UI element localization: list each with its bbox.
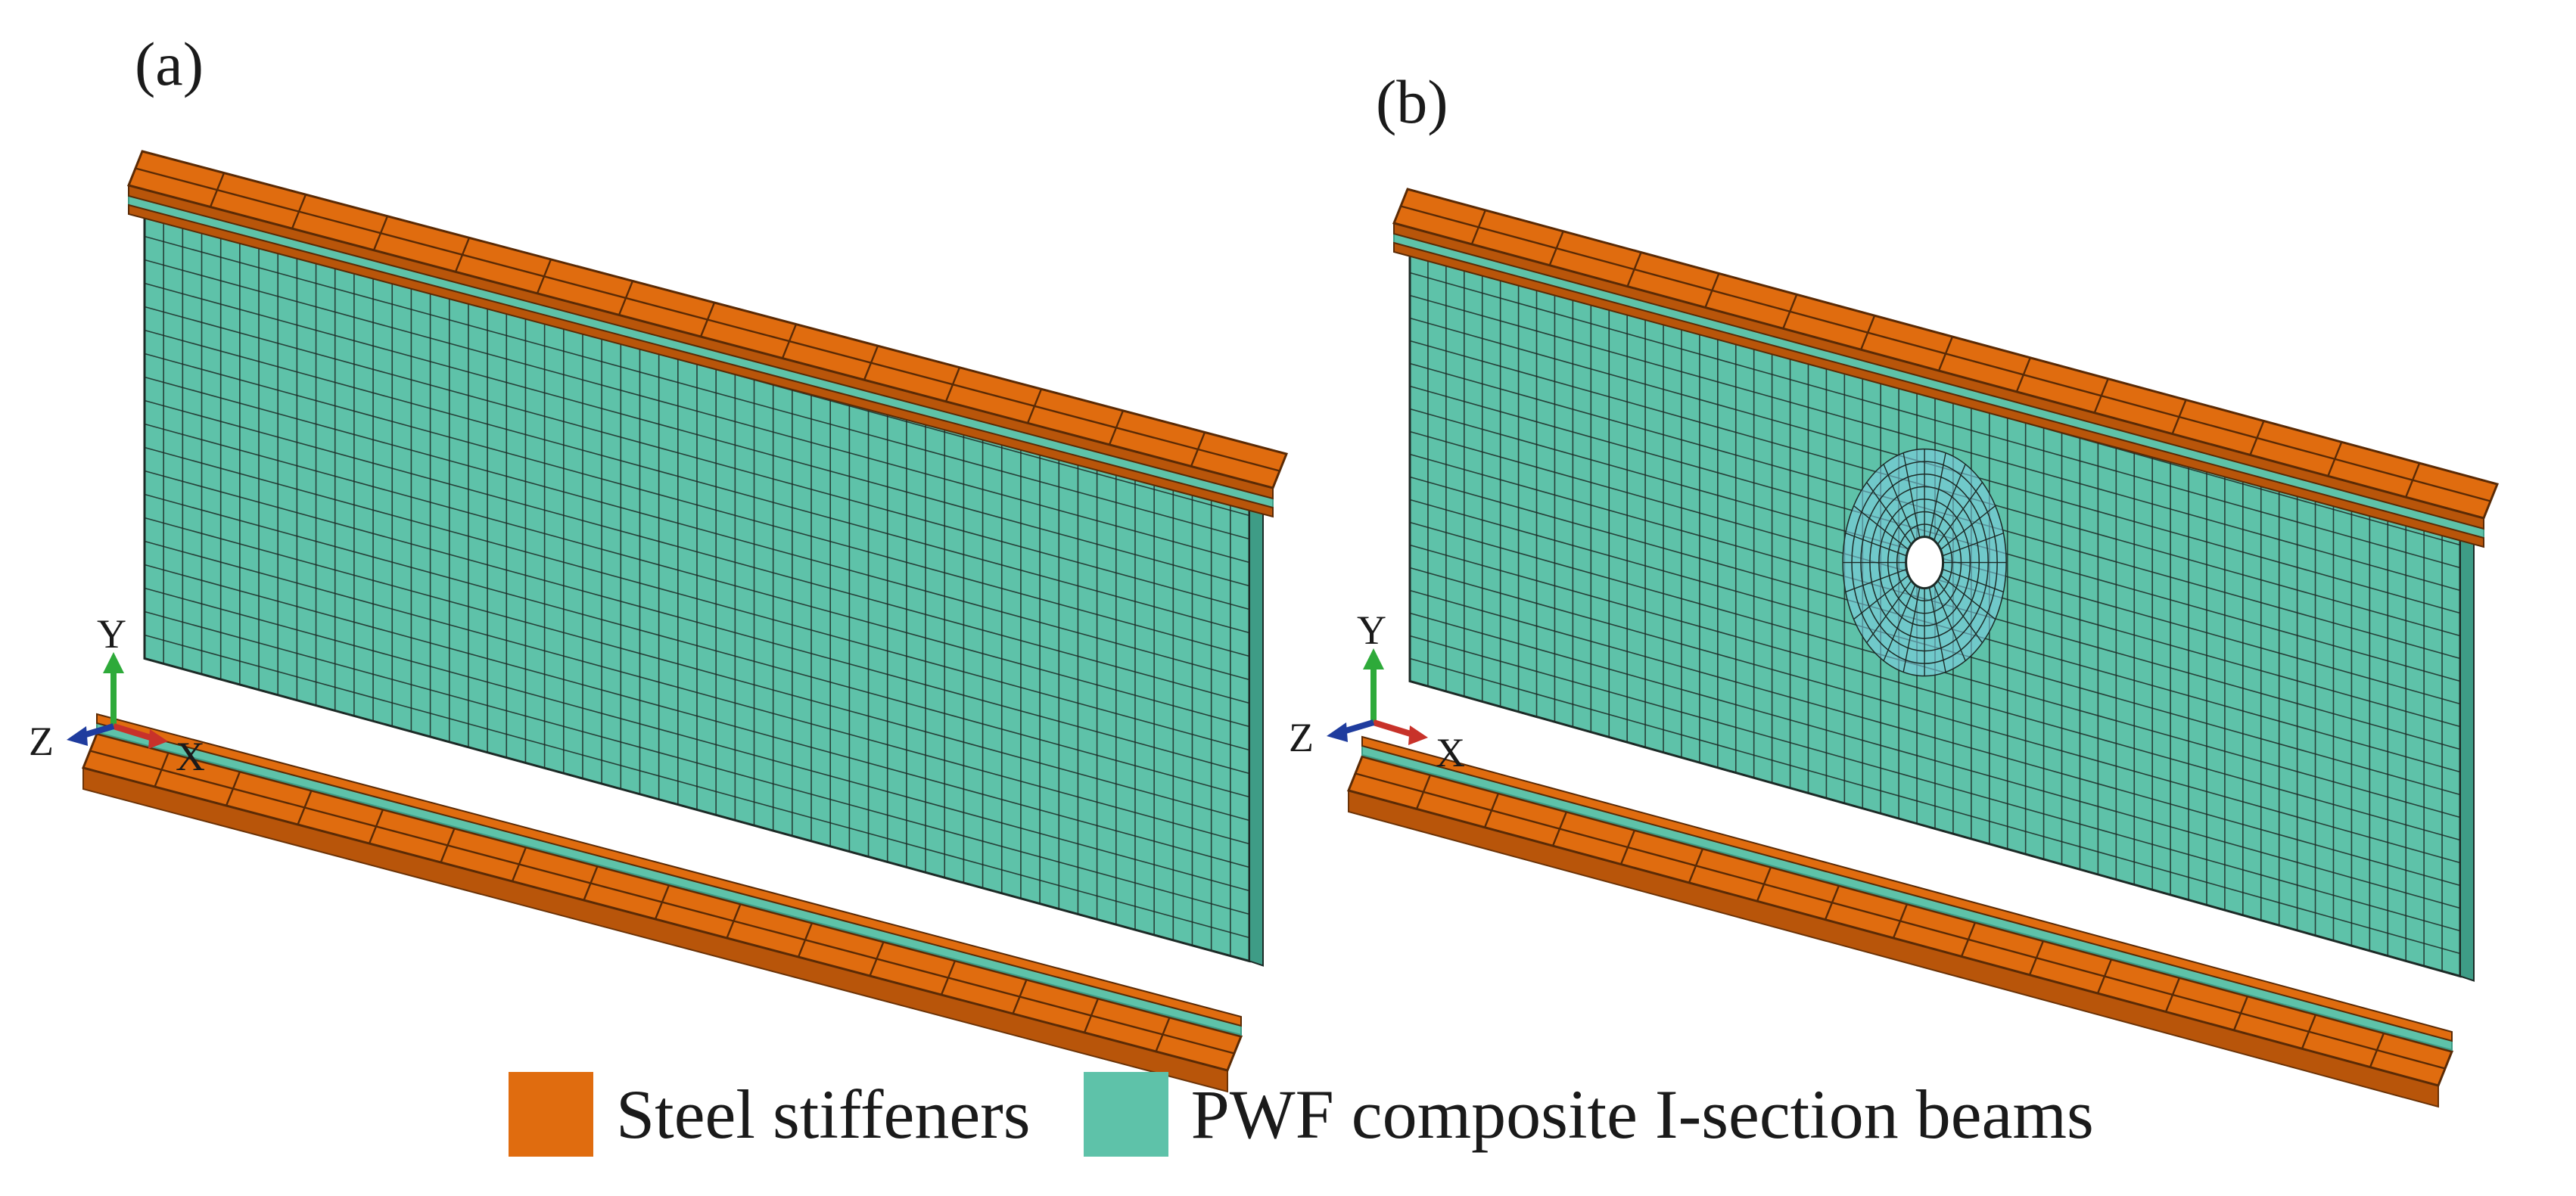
hole-mesh-spoke [1853,505,1909,551]
hole-mesh-spoke [1933,584,1966,661]
web-mesh-row [1409,589,2461,887]
axis-y-arrow [1363,648,1384,669]
web-mesh-row [144,259,1250,564]
axis-x-arrow [148,729,168,749]
web-mesh-row [144,470,1250,775]
legend-label-steel: Steel stiffeners [616,1076,1031,1153]
web-mesh-row [144,517,1250,822]
top-steel-lower [128,203,1274,518]
axis-z-label: Z [1289,715,1314,760]
axis-y-arrow [103,652,124,673]
axis-x-label: X [176,734,205,779]
top-steel-plate-grid-v [1400,205,2491,502]
bottom-steel-top-strip [1361,735,2453,1042]
web-mesh-row [144,329,1250,634]
hole-mesh-spoke [1937,580,1983,644]
axis-z-line [1342,719,1375,735]
axis-z-arrow [67,726,88,746]
web-mesh-row [144,353,1250,657]
axis-y-label: Y [1357,607,1386,653]
hole-mesh-spoke [1845,533,1907,557]
web-mesh-row [144,493,1250,798]
hole-mesh-spoke [1942,533,2004,557]
hole-mesh-spoke [1845,568,1907,593]
legend-label-pwf: PWF composite I-section beams [1190,1076,2094,1153]
web-mesh-row [144,399,1250,704]
top-steel-lower [1393,241,2484,548]
web-mesh-row [1409,635,2461,932]
hole-mesh-spoke [1940,575,1996,620]
web-mesh-row [144,587,1250,892]
hole-mesh-spoke [1928,452,1946,538]
hole-mesh-spoke [1928,587,1946,673]
panel-b-beam: Y Z X [1289,188,2500,1108]
axis-y-label: Y [97,611,126,657]
bottom-steel-plate-grid-v [1355,772,2446,1070]
hole-mesh-spoke [1853,575,1909,620]
top-steel-plate-grid-v [135,167,1280,472]
bottom-steel-top-strip [96,713,1242,1027]
web-mesh-row [144,540,1250,845]
panel-a-label: (a) [135,30,204,98]
panel-a-beam: Y Z X [29,150,1289,1093]
web-mesh-row [144,610,1250,915]
web-mesh-row [1409,612,2461,909]
web-mesh-row [144,376,1250,681]
web-end [1249,491,1264,967]
web-mesh-row [144,634,1250,939]
web-mesh-row [144,282,1250,587]
web-mesh-row [1409,544,2461,841]
hole-mesh-spoke [1942,568,2004,593]
axis-x-line [1372,719,1414,738]
hole-mesh-spoke [1902,587,1921,673]
axis-x-line [112,723,154,741]
hole-mesh-spoke [1866,482,1912,545]
legend: Steel stiffeners PWF composite I-section… [509,1065,2147,1163]
web-end [2459,521,2475,982]
hole-mesh-spoke [1940,505,1996,551]
axis-x-label: X [1436,730,1465,775]
axis-z-label: Z [29,719,54,764]
web-mesh-row [144,446,1250,751]
web-mesh-row [144,423,1250,728]
panel-b-label: (b) [1376,67,1448,136]
hole-mesh-spoke [1933,464,1966,541]
axis-x-arrow [1408,725,1428,745]
web-mesh-row [144,306,1250,610]
legend-swatch-steel [509,1072,593,1157]
axis-z-line [82,723,115,738]
web-mesh-row [1409,657,2461,955]
hole-mesh-spoke [1883,584,1916,661]
web-mesh-row [1409,294,2461,592]
web-mesh-row [144,564,1250,868]
hole-mesh-spoke [1866,580,1912,644]
hole-mesh-spoke [1902,452,1921,538]
axis-z-arrow [1327,722,1348,742]
web-mesh-row [1409,272,2461,569]
legend-swatch-pwf [1083,1072,1168,1157]
bottom-steel-plate-grid-v [89,750,1235,1055]
web-mesh-row [144,235,1250,540]
hole-mesh-spoke [1883,464,1916,541]
hole-mesh-spoke [1937,482,1983,545]
web-mesh-row [1409,567,2461,864]
web-hole [1905,536,1945,590]
